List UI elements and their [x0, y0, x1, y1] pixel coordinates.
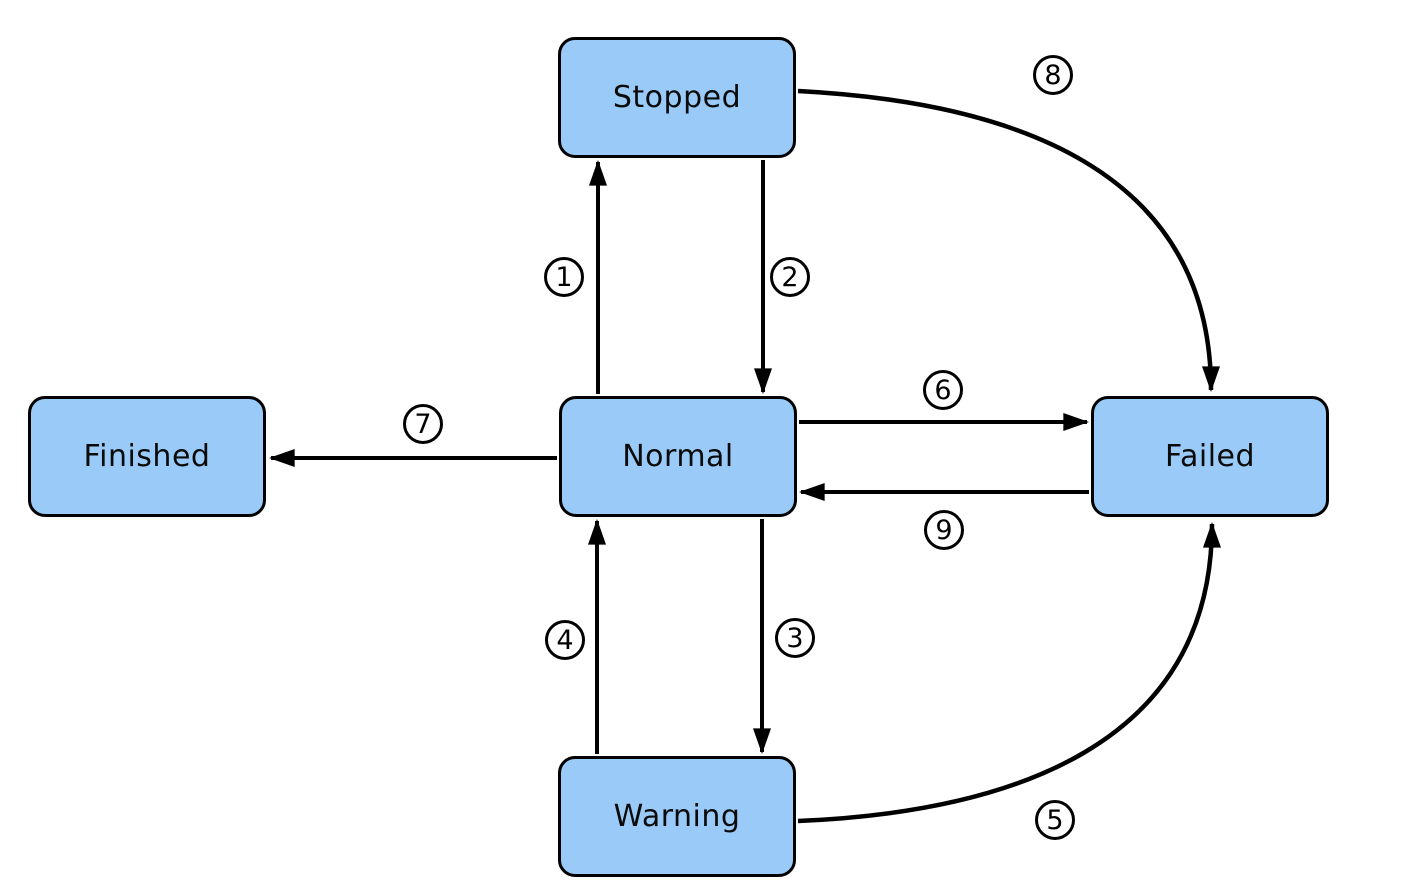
edge-label-9-text: 9: [935, 514, 953, 546]
node-failed: Failed: [1091, 396, 1329, 517]
edge-label-6: 6: [923, 370, 963, 410]
node-normal: Normal: [559, 396, 797, 517]
edge-label-7-text: 7: [414, 408, 432, 440]
edge-label-5: 5: [1035, 800, 1075, 840]
node-stopped-label: Stopped: [612, 80, 742, 115]
edge-label-8: 8: [1033, 55, 1073, 95]
node-warning-label: Warning: [613, 799, 741, 834]
edge-warning-to-failed-arrow: [797, 521, 1221, 824]
node-finished-label: Finished: [83, 439, 211, 474]
edge-label-2: 2: [770, 257, 810, 297]
edge-label-8-text: 8: [1044, 59, 1062, 91]
node-normal-label: Normal: [622, 439, 734, 474]
edge-label-9: 9: [924, 510, 964, 550]
edge-label-5-text: 5: [1046, 804, 1064, 836]
edge-label-4-text: 4: [556, 624, 574, 656]
node-stopped: Stopped: [558, 37, 796, 158]
node-finished: Finished: [28, 396, 266, 517]
edge-label-2-text: 2: [781, 261, 799, 293]
edge-label-1: 1: [544, 257, 584, 297]
edge-label-3-text: 3: [786, 622, 804, 654]
node-failed-label: Failed: [1164, 439, 1256, 474]
edge-label-6-text: 6: [934, 374, 952, 406]
edge-stopped-to-failed-arrow: [797, 88, 1220, 393]
node-warning: Warning: [558, 756, 796, 877]
edge-label-4: 4: [545, 620, 585, 660]
edge-label-1-text: 1: [555, 261, 573, 293]
edge-label-3: 3: [775, 618, 815, 658]
edge-label-7: 7: [403, 404, 443, 444]
